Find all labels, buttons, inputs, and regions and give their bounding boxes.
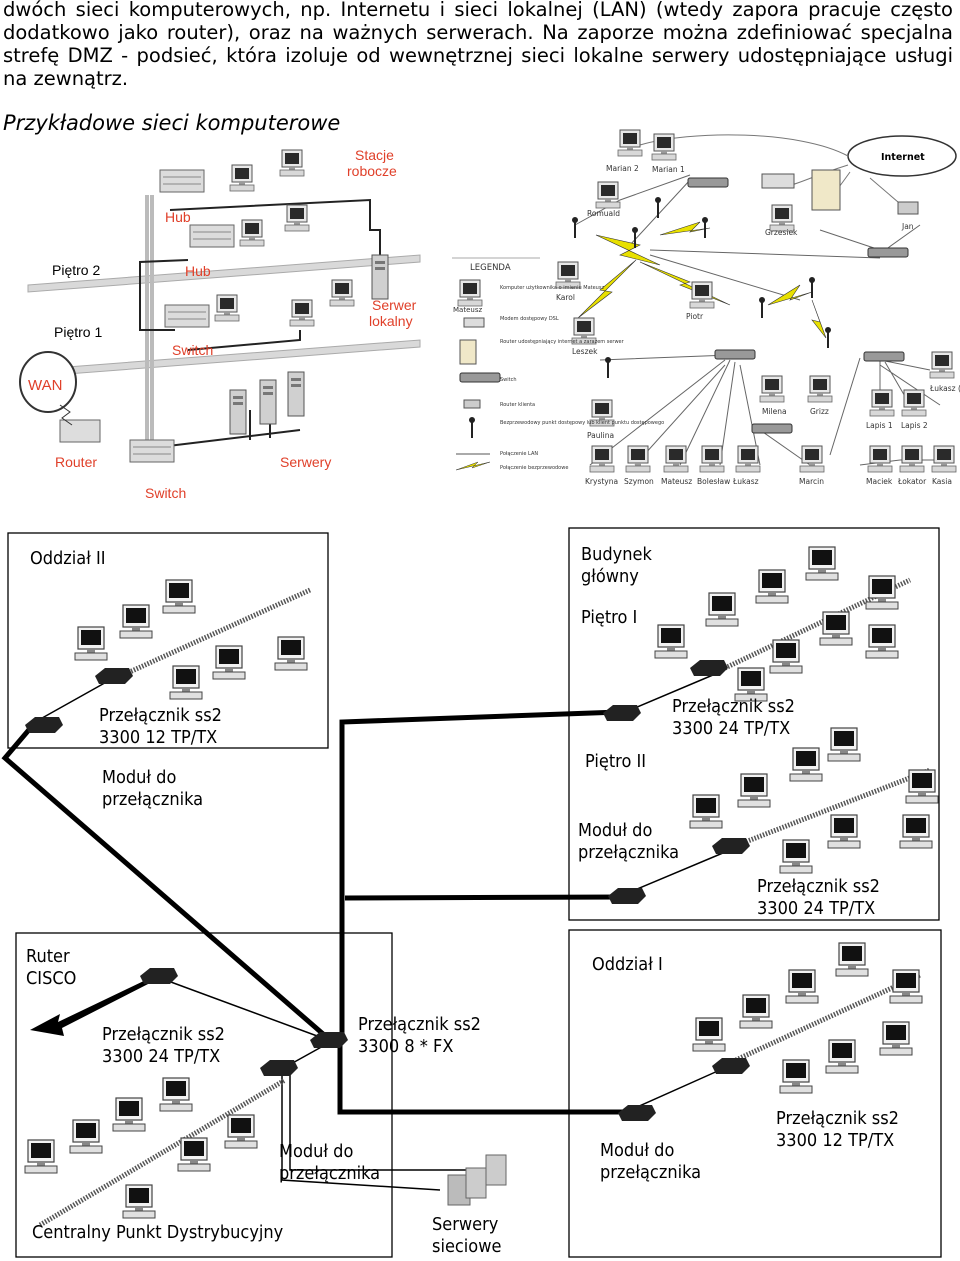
server-icons [447,1154,507,1206]
label-pietro2: Piętro 2 [52,262,100,278]
label-serwer: Serwer [372,297,417,313]
label-glowny: główny [581,566,639,587]
label-cpd: Centralny Punkt Dystrybucyjny [32,1222,284,1243]
label-router: Router [55,454,97,470]
label-jan: Jan [901,222,914,231]
label-pietro-2: Piętro II [585,751,646,772]
label-sw12-a-1: Przełącznik ss2 [99,705,222,726]
label-serwery-2: sieciowe [432,1236,501,1257]
label-sw24-b-2: 3300 24 TP/TX [757,898,875,919]
label-sw12-a-2: 3300 12 TP/TX [99,727,217,748]
label-sw24-c-2: 3300 24 TP/TX [102,1046,220,1067]
label-modul-d-1: Moduł do [279,1141,353,1162]
label-lukasz-admin: Łukasz (Admin) [929,384,960,393]
label-oddzial-1: Oddział I [592,954,663,975]
label-budynek: Budynek [581,544,652,565]
label-lapis2: Lapis 2 [901,421,928,430]
figure-building-network: Stacje robocze Hub Hub Piętro 2 Piętro 1… [19,147,421,501]
label-stacje: Stacje [355,147,394,163]
legend-item-modem: Modem dostępowy DSL [500,316,559,322]
box-oddzial-2 [7,532,329,749]
label-marian2: Marian 2 [606,164,639,173]
label-lapis1: Lapis 1 [866,421,893,430]
label-serwery: Serwery [280,454,331,470]
label-lokalny: lokalny [369,313,413,329]
label-modul-c-2: przełącznika [600,1162,701,1183]
figure-wireless-network: Internet [452,129,960,486]
label-modul-c-1: Moduł do [600,1140,674,1161]
label-hub-top: Hub [165,209,191,225]
label-switch-1: Switch [172,342,213,358]
legend-item-switch: Switch [500,377,517,383]
label-boleslaw: Bolesław [697,477,730,486]
label-pietro1: Piętro 1 [54,324,102,340]
label-modul-b-2: przełącznika [578,842,679,863]
label-hub-2: Hub [185,263,211,279]
label-oddzial-2: Oddział II [30,548,106,569]
label-romuald: Romuald [587,209,620,218]
label-krystyna: Krystyna [585,477,618,486]
label-sw24-b-1: Przełącznik ss2 [757,876,880,897]
legend-item-access-point: Bezprzewodowy punkt dostępowy lub klient… [500,420,664,426]
label-modul-b-1: Moduł do [578,820,652,841]
label-leszek: Leszek [572,347,598,356]
label-lokator: Łokator [897,477,927,486]
label-pietro-1: Piętro I [581,607,637,628]
label-modul-d-2: przełącznika [279,1163,380,1184]
label-mateusz: Mateusz [661,477,692,486]
label-karol: Karol [556,293,575,302]
label-sw24-c-1: Przełącznik ss2 [102,1024,225,1045]
legend-title: LEGENDA [470,263,511,273]
label-szymon: Szymon [624,477,654,486]
box-budynek-glowny [568,527,940,921]
legend: LEGENDA Mateusz Komputer użytkownika o i… [452,257,664,471]
figure-campus-network: Oddział II Przełącznik ss2 3300 12 TP/TX… [1,527,942,1258]
label-sw12-b-1: Przełącznik ss2 [776,1108,899,1129]
label-maciek: Maciek [866,477,893,486]
label-grzesiek: Grzesiek [765,228,798,237]
label-marcin: Marcin [799,477,824,486]
label-robocze: robocze [347,163,397,179]
legend-item-lan: Połączenie LAN [500,451,538,457]
label-kasia: Kasia [932,477,952,486]
label-marian1: Marian 1 [652,165,685,174]
label-sw24-a-2: 3300 24 TP/TX [672,718,790,739]
label-grizz: Grizz [810,407,829,416]
label-sw8fx-2: 3300 8 * FX [358,1036,453,1057]
section-heading: Przykładowe sieci komputerowe [3,111,341,135]
label-wan: WAN [28,377,62,394]
label-ruter: Ruter [26,946,70,967]
intro-paragraph: dwóch sieci komputerowych, np. Internetu… [3,0,953,90]
label-internet: Internet [881,152,925,163]
label-milena: Milena [762,407,787,416]
label-sw12-b-2: 3300 12 TP/TX [776,1130,894,1151]
legend-mateusz: Mateusz [453,306,482,314]
label-lukasz: Łukasz [732,477,759,486]
legend-item-computer: Komputer użytkownika o imieniu Mateusz [500,285,604,291]
box-oddzial-1 [568,929,942,1258]
label-sw8fx-1: Przełącznik ss2 [358,1014,481,1035]
label-serwery-1: Serwery [432,1214,499,1235]
legend-item-client-router: Router klienta [500,402,535,408]
label-switch-2: Switch [145,485,186,501]
label-cisco: CISCO [26,968,76,989]
label-paulina: Paulina [587,431,614,440]
label-modul-a-1: Moduł do [102,767,176,788]
legend-item-wireless: Połączenie bezprzewodowe [500,465,568,471]
label-sw24-a-1: Przełącznik ss2 [672,696,795,717]
label-modul-a-2: przełącznika [102,789,203,810]
label-piotr: Piotr [686,312,704,321]
legend-item-router-server: Router udostępniający internet a zarazem… [500,339,625,345]
